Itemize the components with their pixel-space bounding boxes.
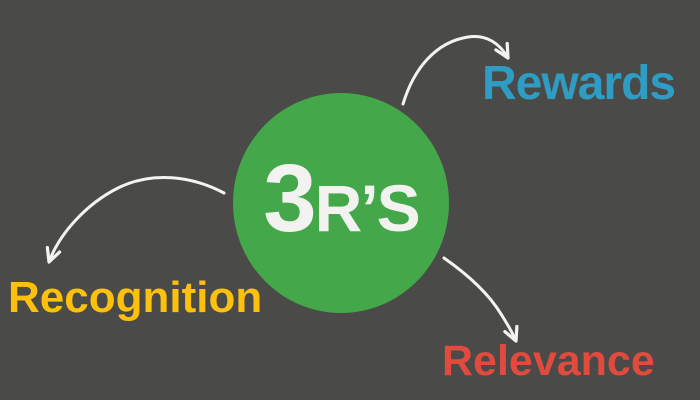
label-rewards: Rewards: [482, 57, 676, 110]
three-rs-title: 3R’S: [263, 151, 421, 247]
center-circle: 3R’S: [233, 93, 449, 313]
arrow-to-relevance: [442, 256, 519, 343]
three-rs-letters: R’S: [314, 171, 421, 245]
arrow-to-recognition: [45, 176, 226, 264]
label-relevance: Relevance: [442, 337, 655, 385]
three-rs-number: 3: [263, 145, 316, 252]
label-recognition: Recognition: [8, 273, 263, 322]
